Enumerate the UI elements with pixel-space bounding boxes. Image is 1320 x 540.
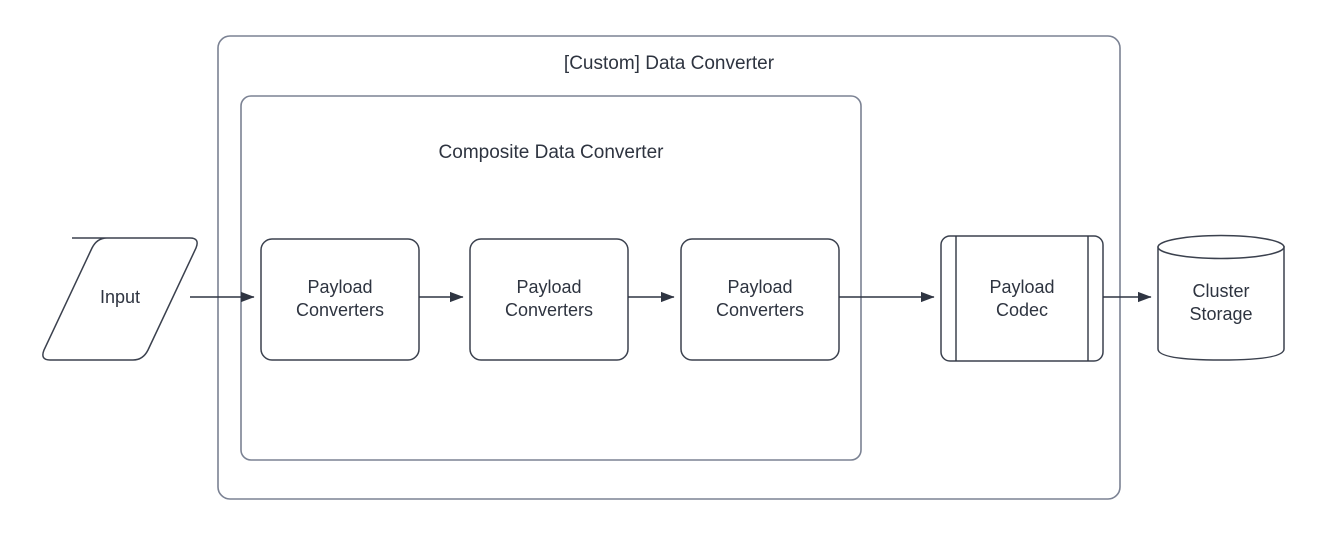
container-custom-data-converter-label: [Custom] Data Converter bbox=[563, 53, 775, 74]
node-payload-converters-1-shape[interactable] bbox=[260, 238, 420, 361]
node-cluster-storage-label: Cluster Storage bbox=[1189, 281, 1253, 325]
node-payload-converters-2-shape[interactable] bbox=[469, 238, 629, 361]
container-custom-data-converter[interactable] bbox=[217, 35, 1121, 500]
node-input-shape[interactable] bbox=[42, 237, 198, 361]
container-composite-data-converter[interactable] bbox=[240, 95, 862, 461]
node-input-label: Input bbox=[99, 287, 141, 307]
node-payload-codec-shape[interactable] bbox=[940, 235, 1104, 362]
node-cluster-storage-shape[interactable] bbox=[1157, 234, 1285, 361]
node-payload-converters-3-label: Payload Converters bbox=[715, 277, 805, 321]
node-payload-codec-label: Payload Codec bbox=[989, 277, 1055, 321]
container-composite-data-converter-label: Composite Data Converter bbox=[438, 142, 664, 163]
node-payload-converters-1-label: Payload Converters bbox=[295, 277, 385, 321]
node-payload-converters-2-label: Payload Converters bbox=[504, 277, 594, 321]
node-payload-converters-3-shape[interactable] bbox=[680, 238, 840, 361]
